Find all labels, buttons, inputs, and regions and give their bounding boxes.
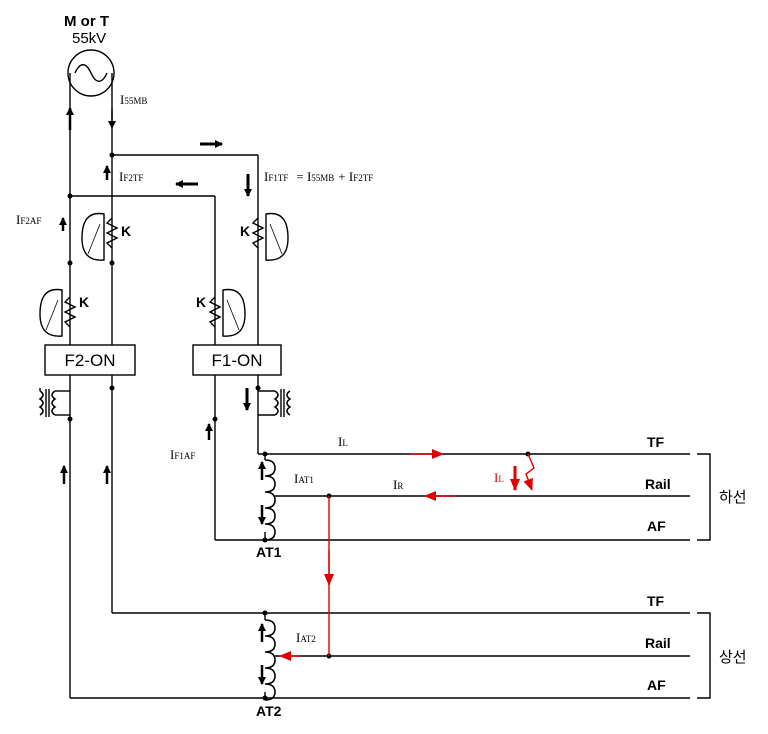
iat2-label: IAT2 [296,630,316,645]
relay-icon [39,288,63,337]
relay-icon [222,288,246,337]
relay-icon [81,212,105,261]
down-line-labels: TF Rail AF 하선 [645,434,747,541]
relay-k1-label: K [121,223,131,239]
autotransformer-at1: AT1 [256,451,282,560]
down-line-group-label: 하선 [719,489,747,506]
fault-current-path [279,449,535,661]
relay-k-top-left: K [81,212,131,261]
breaker-f1: F1-ON [192,344,282,376]
rail-lines [275,451,690,659]
ir-label: IR [393,477,403,492]
lower-feeder-wires [67,375,690,699]
iat1-label: IAT1 [294,471,314,486]
up-tf-label: TF [647,593,665,609]
if2tf-label: IF2TF [119,169,143,184]
up-af-label: AF [647,677,666,693]
source-voltage: 55kV [72,30,106,47]
breaker-f2: F2-ON [44,344,136,376]
at2-label: AT2 [256,703,282,719]
source-label: M or T [64,13,109,30]
if1af-label: IF1AF [170,447,195,462]
down-tf-label: TF [647,434,665,450]
i55mb-label: I55MB [120,92,147,107]
source-transformer: M or T 55kV [64,13,115,97]
down-rail-label: Rail [645,476,671,492]
relay-k-mid-right: K [196,288,246,337]
up-line-labels: TF Rail AF 상선 [645,593,747,699]
source-circle [67,49,115,97]
if2af-label: IF2AF [16,212,41,227]
relay-k3-label: K [79,294,89,310]
at1-label: AT1 [256,544,282,560]
feeder-wires [67,73,259,698]
breaker-f2-label: F2-ON [65,351,116,370]
il-fault-label: IL [494,470,504,485]
up-rail-label: Rail [645,635,671,651]
up-line-group-label: 상선 [719,649,747,666]
down-af-label: AF [647,518,666,534]
current-labels: I55MB IF2TF IF1TF= I55MB+ IF2TF IF2AF IF… [16,92,504,645]
if1tf-label: IF1TF= I55MB+ IF2TF [264,169,373,184]
sine-wave-icon [74,64,108,82]
relay-k4-label: K [196,294,206,310]
feeder-ct-right [258,389,292,417]
relay-k2-label: K [240,223,250,239]
relay-k-mid-left: K [39,288,89,337]
breaker-f1-label: F1-ON [212,351,263,370]
feeder-ct-left [38,388,70,417]
autotransformer-at2: AT2 [256,610,282,719]
relay-icon [265,212,289,261]
il-label: IL [338,434,348,449]
flow-arrows [59,107,266,685]
relay-k-top-right: K [240,212,289,261]
